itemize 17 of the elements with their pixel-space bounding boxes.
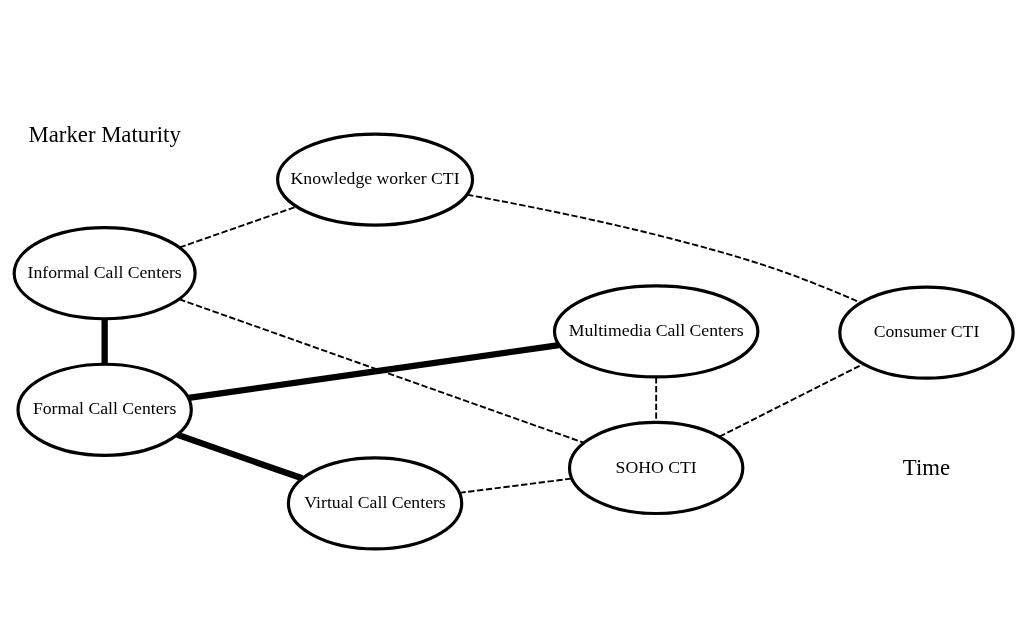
connector [178,205,298,248]
label: Time [902,454,951,480]
node-ellipse: SOHO CTI [567,420,745,515]
node-ellipse: Consumer CTI [838,285,1015,380]
node-ellipse: Knowledge worker CTI [276,132,475,227]
connector [101,318,108,364]
connector [188,341,560,401]
node-ellipse: Virtual Call Centers [286,455,464,551]
node-ellipse: Formal Call Centers [16,362,193,457]
label: Marker Maturity [28,121,181,147]
connector [176,431,304,481]
connector [718,362,864,438]
node-ellipse: Multimedia Call Centers [552,283,760,378]
connector [178,297,585,444]
node-ellipse: Informal Call Centers [12,225,197,320]
connector [466,193,862,304]
connector [458,477,573,494]
